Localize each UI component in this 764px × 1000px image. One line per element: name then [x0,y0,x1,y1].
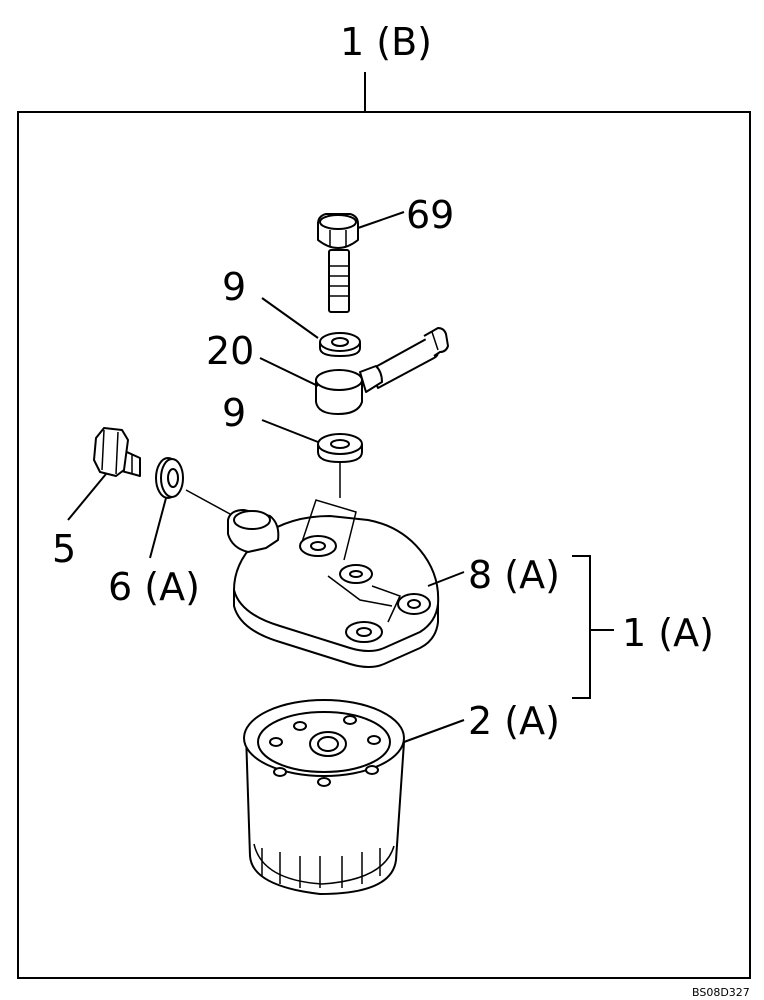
assembly-frame [17,111,751,979]
eye-fitting-part-20 [315,327,449,415]
filter-head-part-8 [227,499,440,668]
leader-6 [149,497,167,559]
bracket-1a [572,555,591,699]
washer-part-9-upper [319,332,361,357]
plug-axis-line [185,489,231,515]
leader-8 [427,571,465,587]
leader-20 [259,357,319,387]
filter-element-part-2 [243,699,405,895]
callout-2a: 2 (A) [468,699,560,743]
washer-part-9-lower [317,433,363,463]
leader-69 [357,211,405,229]
banjo-bolt-part-69 [317,213,359,313]
leader-9-lower [261,419,319,443]
callout-8a: 8 (A) [468,553,560,597]
callout-1a: 1 (A) [622,611,714,655]
drawing-code: BS08D327 [692,986,750,999]
callout-69: 69 [406,193,454,237]
callout-5: 5 [52,527,76,571]
gasket-part-6 [155,457,184,499]
callout-9-upper: 9 [222,265,246,309]
leader-5 [67,473,107,521]
assembly-label-1b: 1 (B) [340,20,432,64]
callout-6a: 6 (A) [108,565,200,609]
plug-part-5 [93,427,141,477]
leader-2 [403,719,465,743]
callout-20: 20 [206,329,254,373]
leader-9-upper [261,297,319,339]
callout-9-lower: 9 [222,391,246,435]
